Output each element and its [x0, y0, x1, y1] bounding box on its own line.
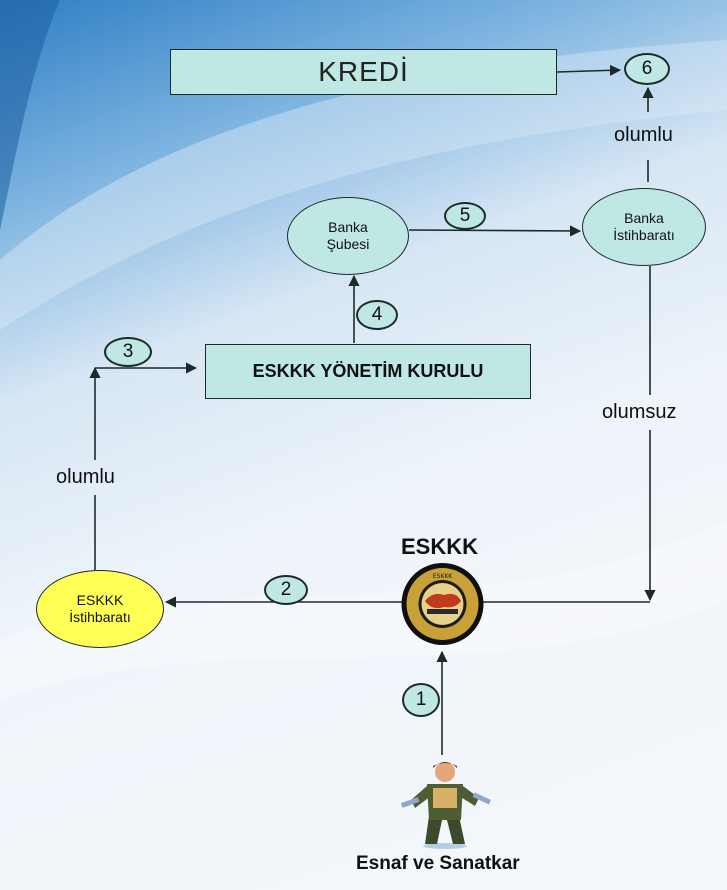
olumsuz-label: olumsuz: [602, 401, 677, 423]
banka-subesi-label: Banka Şubesi: [326, 218, 370, 253]
step-4-badge: 4: [356, 300, 398, 330]
logo-text: ESKKK: [433, 573, 453, 580]
step-5-badge: 5: [444, 202, 486, 230]
banka-subesi-node: Banka Şubesi: [287, 197, 409, 275]
step-2-badge: 2: [264, 575, 308, 605]
step-6-badge: 6: [624, 53, 670, 85]
olumlu-label-top: olumlu: [614, 124, 673, 146]
step-3-badge: 3: [104, 337, 152, 367]
yonetim-kurulu-box: ESKKK YÖNETİM KURULU: [205, 344, 531, 399]
eskkk-istihbarati-node: ESKKK İstihbaratı: [36, 570, 164, 648]
craftsman-figure: [400, 762, 491, 849]
esnaf-ve-sanatkar-label: Esnaf ve Sanatkar: [356, 853, 520, 874]
eskkk-istihbarati-label: ESKKK İstihbaratı: [69, 591, 131, 626]
olumlu-label-left: olumlu: [56, 466, 115, 488]
kredi-label: KREDİ: [318, 56, 409, 87]
eskkk-logo: ESKKK: [401, 563, 484, 645]
arrow-sube-to-istihbarat: [408, 225, 582, 237]
eskkk-title: ESKKK: [401, 534, 479, 559]
banka-istihbarati-label: Banka İstihbaratı: [613, 209, 675, 244]
arrow-kredi-to-6: [556, 64, 622, 76]
yonetim-kurulu-label: ESKKK YÖNETİM KURULU: [252, 361, 484, 381]
kredi-box: KREDİ: [170, 49, 557, 95]
step-1-badge: 1: [402, 683, 440, 717]
banka-istihbarati-node: Banka İstihbaratı: [582, 188, 706, 266]
